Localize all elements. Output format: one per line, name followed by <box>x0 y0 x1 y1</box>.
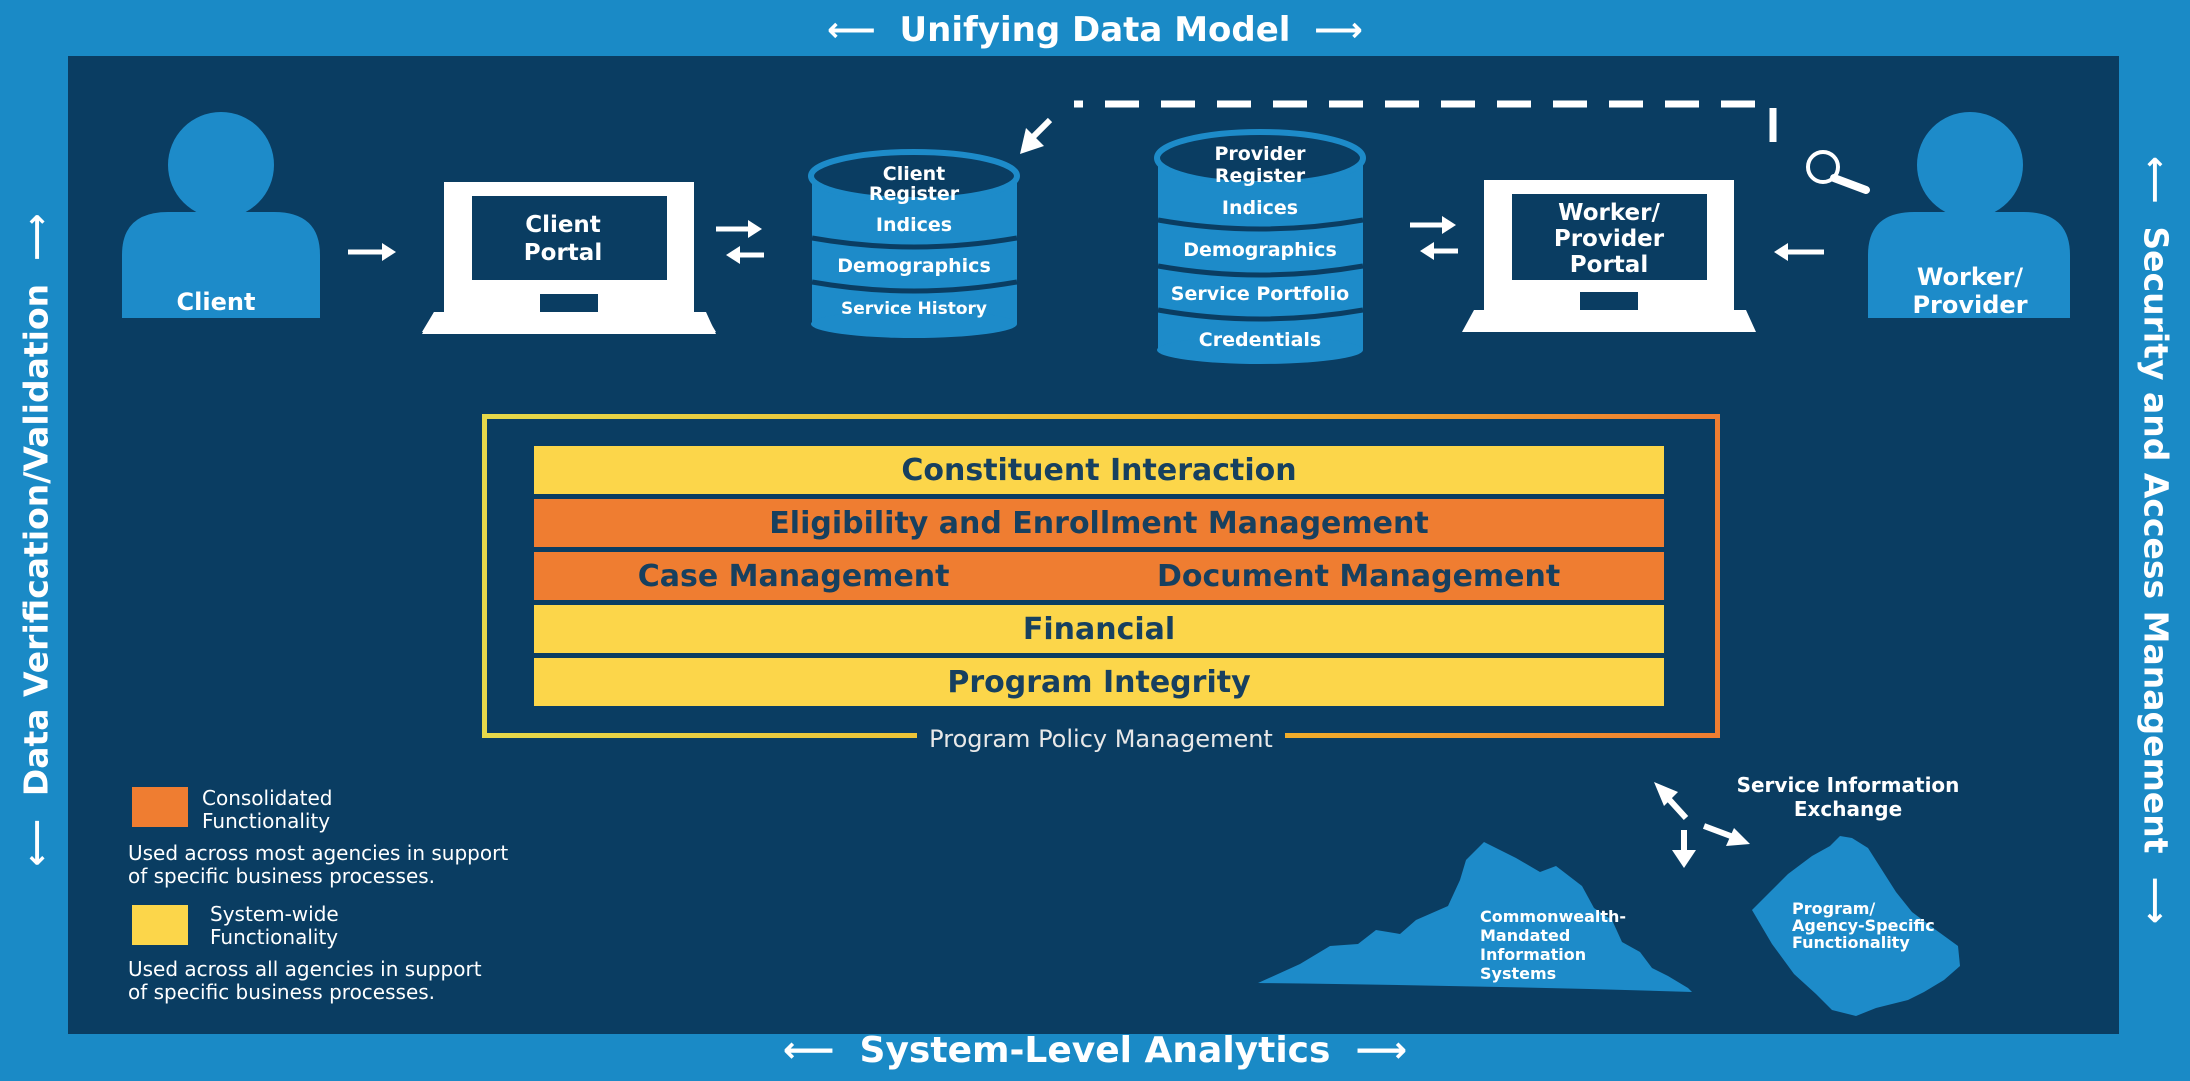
arrow-left-icon: ⟵ <box>782 1030 835 1071</box>
layer-financial: Financial <box>534 605 1664 653</box>
virginia-label-line: Commonwealth- <box>1480 907 1626 926</box>
provider-register-row: Demographics <box>1183 239 1337 261</box>
client-register-row: Service History <box>841 299 987 319</box>
exchange-label-line2: Exchange <box>1794 797 1902 821</box>
worker-portal-line2: Provider <box>1554 226 1665 252</box>
legend-desc-line: Used across all agencies in support <box>128 957 482 981</box>
magnifier-icon <box>1806 150 1870 194</box>
arrow-right-icon <box>348 243 396 261</box>
agency-label-line: Functionality <box>1792 933 1910 952</box>
agency-label-line: Program/ <box>1792 899 1875 918</box>
legend-title-line: Functionality <box>202 809 331 833</box>
legend-title-line: Functionality <box>210 925 339 949</box>
dashed-feedback-arrow <box>1020 100 1777 154</box>
worker-label-line1: Worker/ <box>1917 263 2023 291</box>
arrow-left-icon: ⟵ <box>827 10 876 50</box>
top-frame-label: ⟵ Unifying Data Model ⟶ <box>0 10 2190 50</box>
client-portal-line1: Client <box>525 212 601 238</box>
virginia-label-line: Mandated <box>1480 926 1570 945</box>
program-policy-label-wrap: Program Policy Management <box>487 725 1715 753</box>
provider-register-row: Indices <box>1222 197 1298 219</box>
layer-constituent-interaction: Constituent Interaction <box>534 446 1664 494</box>
client-register-database-icon: Client Register Indices Demographics Ser… <box>808 149 1020 338</box>
bidirectional-arrow-icon <box>716 220 764 264</box>
worker-portal-line3: Portal <box>1570 252 1648 278</box>
provider-register-database-icon: Provider Register Indices Demographics S… <box>1154 129 1366 364</box>
legend-consolidated-desc: Used across most agencies in support of … <box>128 842 508 888</box>
client-register-title-line1: Client <box>883 163 945 185</box>
legend-consolidated-swatch <box>132 787 188 827</box>
legend-desc-line: of specific business processes. <box>128 980 436 1004</box>
virginia-map-icon: Commonwealth- Mandated Information Syste… <box>1258 842 1692 992</box>
legend-title-line: System-wide <box>210 902 339 926</box>
provider-register-row: Service Portfolio <box>1171 283 1349 305</box>
layer-case-document: Case Management Document Management <box>534 552 1664 600</box>
unifying-data-model-label: Unifying Data Model <box>899 10 1291 50</box>
provider-register-title-line1: Provider <box>1214 143 1306 165</box>
legend-desc-line: Used across most agencies in support <box>128 841 509 865</box>
client-person-icon: Client <box>122 112 320 318</box>
arrow-right-icon: ⟶ <box>1314 10 1363 50</box>
worker-portal-monitor-icon: Worker/ Provider Portal <box>1462 180 1756 332</box>
bottom-frame-label: ⟵ System-Level Analytics ⟶ <box>0 1030 2190 1071</box>
system-level-analytics-label: System-Level Analytics <box>859 1030 1331 1071</box>
arrow-left-icon <box>1774 243 1824 261</box>
layer-label: Constituent Interaction <box>901 452 1297 488</box>
agency-map-icon: Program/ Agency-Specific Functionality <box>1752 836 1960 1016</box>
worker-portal-line1: Worker/ <box>1558 200 1660 226</box>
client-portal-line2: Portal <box>524 240 602 266</box>
layer-eligibility-enrollment: Eligibility and Enrollment Management <box>534 499 1664 547</box>
layer-label-document: Document Management <box>1157 558 1561 594</box>
legend-title-line: Consolidated <box>202 786 333 810</box>
exchange-label-line1: Service Information <box>1737 773 1960 797</box>
client-register-row: Indices <box>876 214 952 236</box>
legend-systemwide-title: System-wide Functionality <box>210 903 339 949</box>
layer-label: Eligibility and Enrollment Management <box>769 505 1429 541</box>
program-policy-label: Program Policy Management <box>917 725 1285 753</box>
client-label: Client <box>177 288 256 316</box>
worker-label-line2: Provider <box>1912 291 2027 319</box>
exchange-arrows-icon <box>1654 782 1750 868</box>
virginia-label-line: Systems <box>1480 964 1556 983</box>
worker-person-icon: Worker/ Provider <box>1868 112 2070 319</box>
client-register-title-line2: Register <box>869 183 960 205</box>
provider-register-title-line2: Register <box>1215 165 1306 187</box>
layer-label: Program Integrity <box>947 664 1251 700</box>
client-portal-monitor-icon: Client Portal <box>422 182 716 334</box>
legend-consolidated-title: Consolidated Functionality <box>202 787 332 833</box>
layer-label-case: Case Management <box>637 558 950 594</box>
provider-register-row: Credentials <box>1199 329 1321 351</box>
agency-label-line: Agency-Specific <box>1792 916 1935 935</box>
bidirectional-arrow-icon <box>1410 216 1458 260</box>
virginia-label-line: Information <box>1480 945 1586 964</box>
layer-label: Financial <box>1022 611 1176 647</box>
client-register-row: Demographics <box>837 255 991 277</box>
arrow-right-icon: ⟶ <box>1355 1030 1408 1071</box>
legend-systemwide-desc: Used across all agencies in support of s… <box>128 958 482 1004</box>
legend-systemwide-swatch <box>132 905 188 945</box>
legend-desc-line: of specific business processes. <box>128 864 436 888</box>
layer-program-integrity: Program Integrity <box>534 658 1664 706</box>
